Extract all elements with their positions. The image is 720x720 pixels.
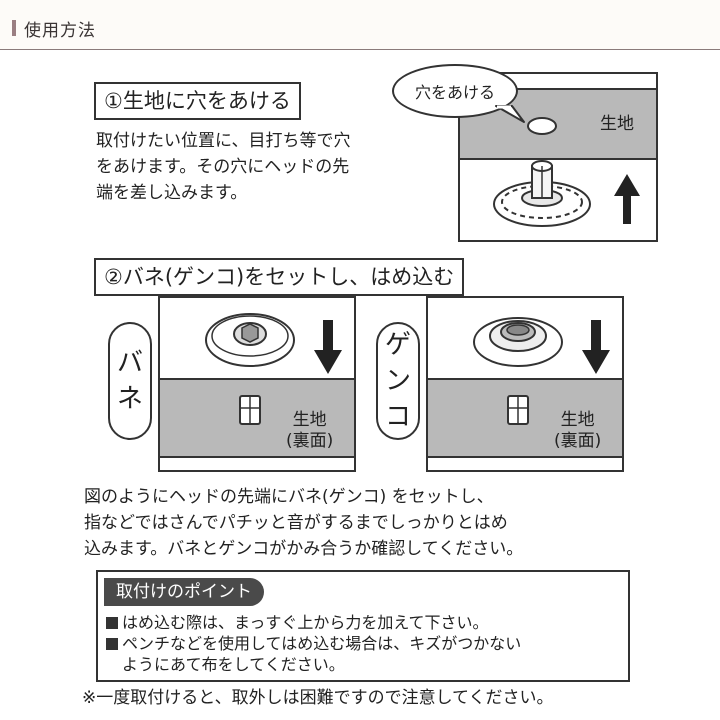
page-title: 使用方法 [24, 21, 96, 41]
fabric-back-label-line2: (裏面) [554, 431, 602, 451]
fabric-back-layer [428, 378, 622, 458]
step1-text: 取付けたい位置に、目打ち等で穴 をあけます。その穴にヘッドの先 端を差し込みます… [96, 131, 351, 203]
fabric-back-label-line2: (裏面) [286, 431, 334, 451]
step1-title: ①生地に穴をあける [94, 82, 301, 120]
tips-box: 取付けのポイント はめ込む際は、まっすぐ上から力を加えて下さい。 ペンチなどを使… [96, 570, 630, 682]
spring-icon [205, 313, 342, 425]
genko-icon [473, 317, 610, 425]
spring-label: バ ネ [108, 322, 152, 440]
hole-speech-bubble: 穴をあける [392, 64, 518, 118]
list-item: ペンチなどを使用してはめ込む場合は、キズがつかない ようにあて布をしてください。 [106, 633, 521, 675]
bullet-square-icon [106, 617, 118, 629]
tips-list: はめ込む際は、まっすぐ上から力を加えて下さい。 ペンチなどを使用してはめ込む場合… [106, 612, 521, 675]
fabric-label: 生地 [600, 114, 634, 134]
caution-note: ※一度取付けると、取外しは困難ですので注意してください。 [82, 688, 554, 708]
speech-bubble-tail [495, 105, 525, 123]
bullet-square-icon [106, 638, 118, 650]
genko-label-char: コ [384, 402, 411, 432]
genko-label-char: ゲ [384, 330, 411, 360]
fabric-back-label: 生地 (裏面) [554, 410, 601, 452]
page-header: 使用方法 [0, 0, 720, 50]
genko-label: ゲ ン コ [376, 322, 420, 440]
tips-tag: 取付けのポイント [104, 578, 264, 606]
spring-illustration: 生地 (裏面) [158, 296, 356, 472]
fabric-back-label-line1: 生地 [560, 410, 595, 430]
step2-title: ②バネ(ゲンコ)をセットし、はめ込む [94, 258, 465, 296]
list-item: はめ込む際は、まっすぐ上から力を加えて下さい。 [106, 612, 521, 633]
step2-text: 図のようにヘッドの先端にバネ(ゲンコ) をセットし、 指などではさんでパチッと音… [84, 487, 524, 559]
genko-illustration: 生地 (裏面) [426, 296, 624, 472]
genko-label-char: ン [384, 366, 411, 396]
fabric-back-label-line1: 生地 [292, 410, 327, 430]
fabric-back-label: 生地 (裏面) [286, 410, 333, 452]
tip-text: はめ込む際は、まっすぐ上から力を加えて下さい。 [122, 613, 489, 632]
spring-label-char: ネ [116, 384, 143, 414]
spring-label-char: バ [116, 348, 143, 378]
header-accent-bar [12, 20, 16, 36]
head-rivet-icon [493, 117, 640, 227]
tip-text: ペンチなどを使用してはめ込む場合は、キズがつかない ようにあて布をしてください。 [122, 634, 522, 674]
